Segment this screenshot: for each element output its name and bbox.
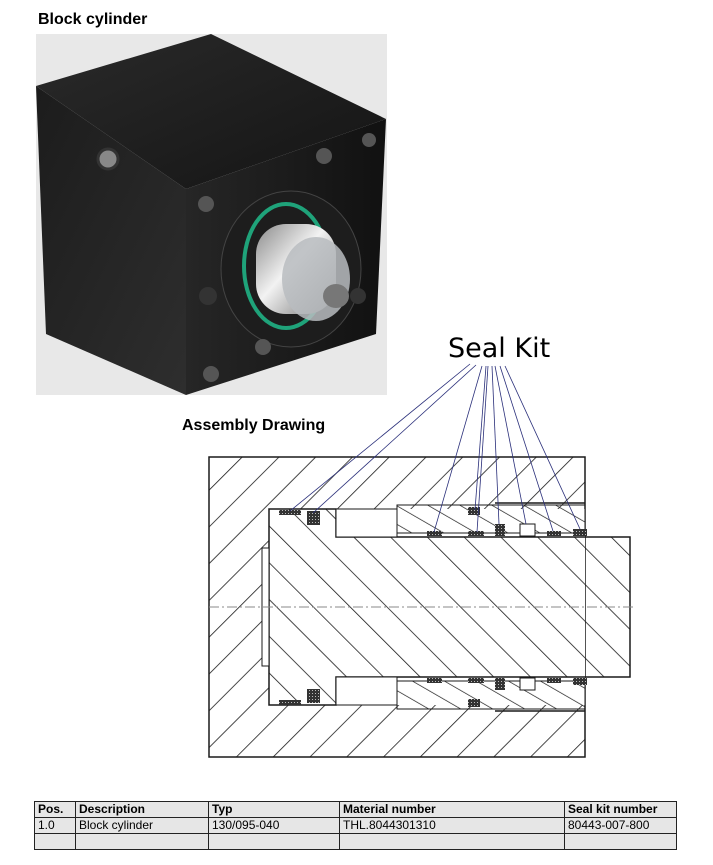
- table-row: 1.0 Block cylinder 130/095-040 THL.80443…: [34, 817, 677, 834]
- header-pos: Pos.: [34, 801, 76, 818]
- header-material-number: Material number: [339, 801, 565, 818]
- header-seal-kit-number: Seal kit number: [564, 801, 677, 818]
- cell-description: [75, 833, 209, 850]
- photo-section-title: Block cylinder: [38, 11, 148, 28]
- gland: [396, 502, 586, 712]
- cell-seal-kit-number: [564, 833, 677, 850]
- drawing-section-title: Assembly Drawing: [182, 417, 326, 434]
- cylinder-photo-illustration: [36, 34, 386, 395]
- table-row: [34, 833, 677, 850]
- cell-typ: 130/095-040: [208, 817, 340, 834]
- parts-table: Pos. Description Typ Material number Sea…: [34, 801, 677, 850]
- cylinder-housing: [208, 456, 586, 758]
- cell-pos: [34, 833, 76, 850]
- block-cylinder-photo: [36, 34, 387, 395]
- cell-material-number: [339, 833, 565, 850]
- seal-kit-callout-label: Seal Kit: [448, 333, 551, 364]
- piston-and-rod: [261, 508, 631, 706]
- cell-seal-kit-number: 80443-007-800: [564, 817, 677, 834]
- cell-description: Block cylinder: [75, 817, 209, 834]
- cell-material-number: THL.8044301310: [339, 817, 565, 834]
- header-typ: Typ: [208, 801, 340, 818]
- cell-pos: 1.0: [34, 817, 76, 834]
- cell-typ: [208, 833, 340, 850]
- table-header-row: Pos. Description Typ Material number Sea…: [34, 801, 677, 818]
- seal-elements: [279, 507, 587, 707]
- header-description: Description: [75, 801, 209, 818]
